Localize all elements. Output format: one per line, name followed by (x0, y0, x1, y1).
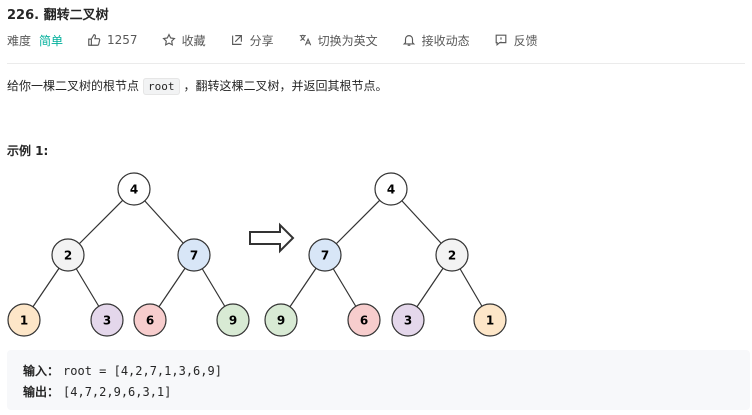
feedback-button[interactable]: 反馈 (494, 32, 538, 49)
example-input-line: 输入：root = [4,2,7,1,3,6,9] (23, 362, 222, 379)
difficulty-badge: 简单 (39, 33, 64, 48)
input-label: 输入： (23, 364, 60, 378)
tree-node: 2 (435, 238, 469, 272)
thumbs-up-icon (88, 34, 101, 46)
flip-arrow-icon (249, 222, 295, 254)
svg-text:4: 4 (130, 183, 138, 197)
problem-title: 226. 翻转二叉树 (7, 8, 109, 23)
problem-toolbar: 难度 简单 1257 收藏 分享 切换为英文 接收动态 (7, 32, 538, 48)
share-button[interactable]: 分享 (230, 32, 274, 49)
tree-node: 1 (473, 303, 507, 337)
difficulty-label: 难度 (7, 33, 32, 48)
notify-button[interactable]: 接收动态 (402, 32, 470, 49)
example-io-block: 输入：root = [4,2,7,1,3,6,9] 输出：[4,7,2,9,6,… (7, 350, 750, 410)
svg-text:7: 7 (190, 249, 198, 263)
tree-node: 7 (308, 238, 342, 272)
share-icon (231, 35, 242, 45)
svg-text:1: 1 (486, 314, 494, 328)
tree-node: 9 (216, 303, 250, 337)
inline-code-root: root (143, 78, 180, 95)
example-output-line: 输出：[4,7,2,9,6,3,1] (23, 383, 171, 400)
favorite-label: 收藏 (181, 33, 206, 48)
left-tree: 4 2 7 1 3 6 9 (7, 172, 250, 337)
tree-node: 4 (374, 172, 408, 206)
divider (7, 63, 745, 64)
tree-diagram: 4 2 7 1 3 6 9 4 7 2 9 6 3 1 (7, 172, 507, 337)
tree-node: 3 (90, 303, 124, 337)
favorite-button[interactable]: 收藏 (161, 32, 206, 49)
description-text-2: ，翻转这棵二叉树，并返回其根节点。 (183, 79, 388, 93)
example-title: 示例 1: (7, 144, 49, 158)
svg-text:1: 1 (20, 314, 28, 328)
input-value: root = [4,2,7,1,3,6,9] (63, 364, 222, 378)
svg-text:6: 6 (146, 314, 154, 328)
tree-node: 4 (117, 172, 151, 206)
svg-text:2: 2 (64, 249, 72, 263)
svg-text:4: 4 (387, 183, 395, 197)
svg-text:3: 3 (103, 314, 111, 328)
tree-node: 6 (133, 303, 167, 337)
tree-node: 1 (7, 303, 41, 337)
svg-text:2: 2 (448, 249, 456, 263)
feedback-icon (495, 34, 507, 47)
translate-icon (299, 34, 311, 46)
tree-node: 2 (51, 238, 85, 272)
notify-label: 接收动态 (421, 33, 470, 48)
output-label: 输出： (23, 385, 60, 399)
switch-language-label: 切换为英文 (317, 33, 378, 48)
description-text-1: 给你一棵二叉树的根节点 (7, 79, 140, 93)
right-tree: 4 7 2 9 6 3 1 (264, 172, 507, 337)
feedback-label: 反馈 (513, 33, 538, 48)
like-button[interactable]: 1257 (87, 33, 138, 47)
tree-node: 7 (177, 238, 211, 272)
svg-text:6: 6 (360, 314, 368, 328)
svg-text:9: 9 (277, 314, 285, 328)
svg-text:3: 3 (404, 314, 412, 328)
tree-node: 6 (347, 303, 381, 337)
share-label: 分享 (249, 33, 274, 48)
bell-icon (402, 35, 415, 46)
output-value: [4,7,2,9,6,3,1] (63, 385, 172, 399)
svg-text:7: 7 (321, 249, 329, 263)
like-count: 1257 (107, 33, 138, 47)
switch-language-button[interactable]: 切换为英文 (298, 32, 378, 49)
star-icon (161, 33, 176, 46)
svg-text:9: 9 (229, 314, 237, 328)
tree-node: 9 (264, 303, 298, 337)
tree-node: 3 (391, 303, 425, 337)
